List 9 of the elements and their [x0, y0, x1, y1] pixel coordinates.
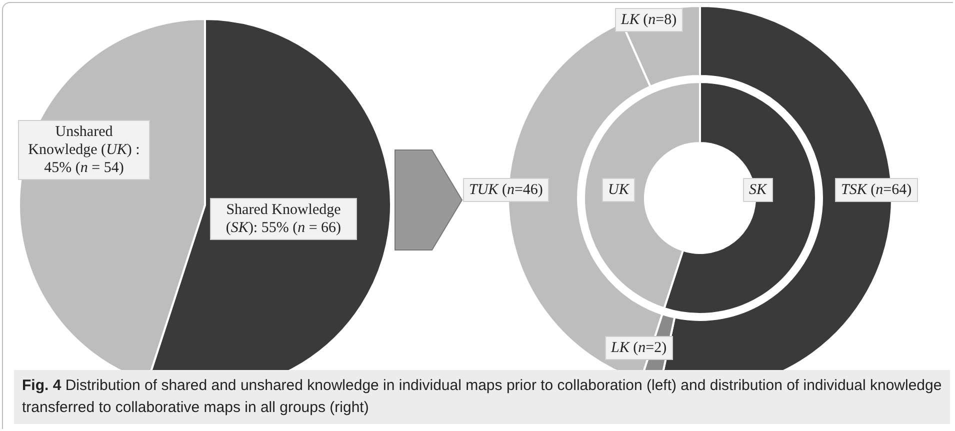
data-label: Shared Knowledge (SK): 55% (n = 66): [210, 198, 357, 240]
data-label: Unshared Knowledge (UK) : 45% (n = 54): [18, 120, 150, 180]
data-label: LK (n=2): [605, 336, 673, 360]
figure-caption: Fig. 4 Distribution of shared and unshared knowledge in individual maps prior to collaboration (left) and distribution of individual knowledge transferred to collaborative maps in all groups (right): [14, 370, 950, 424]
data-label: SK: [743, 178, 773, 202]
data-label: TSK (n=64): [835, 178, 918, 202]
data-label: UK: [602, 178, 635, 202]
data-label: TUK (n=46): [463, 178, 549, 202]
data-label: LK (n=8): [615, 8, 683, 32]
